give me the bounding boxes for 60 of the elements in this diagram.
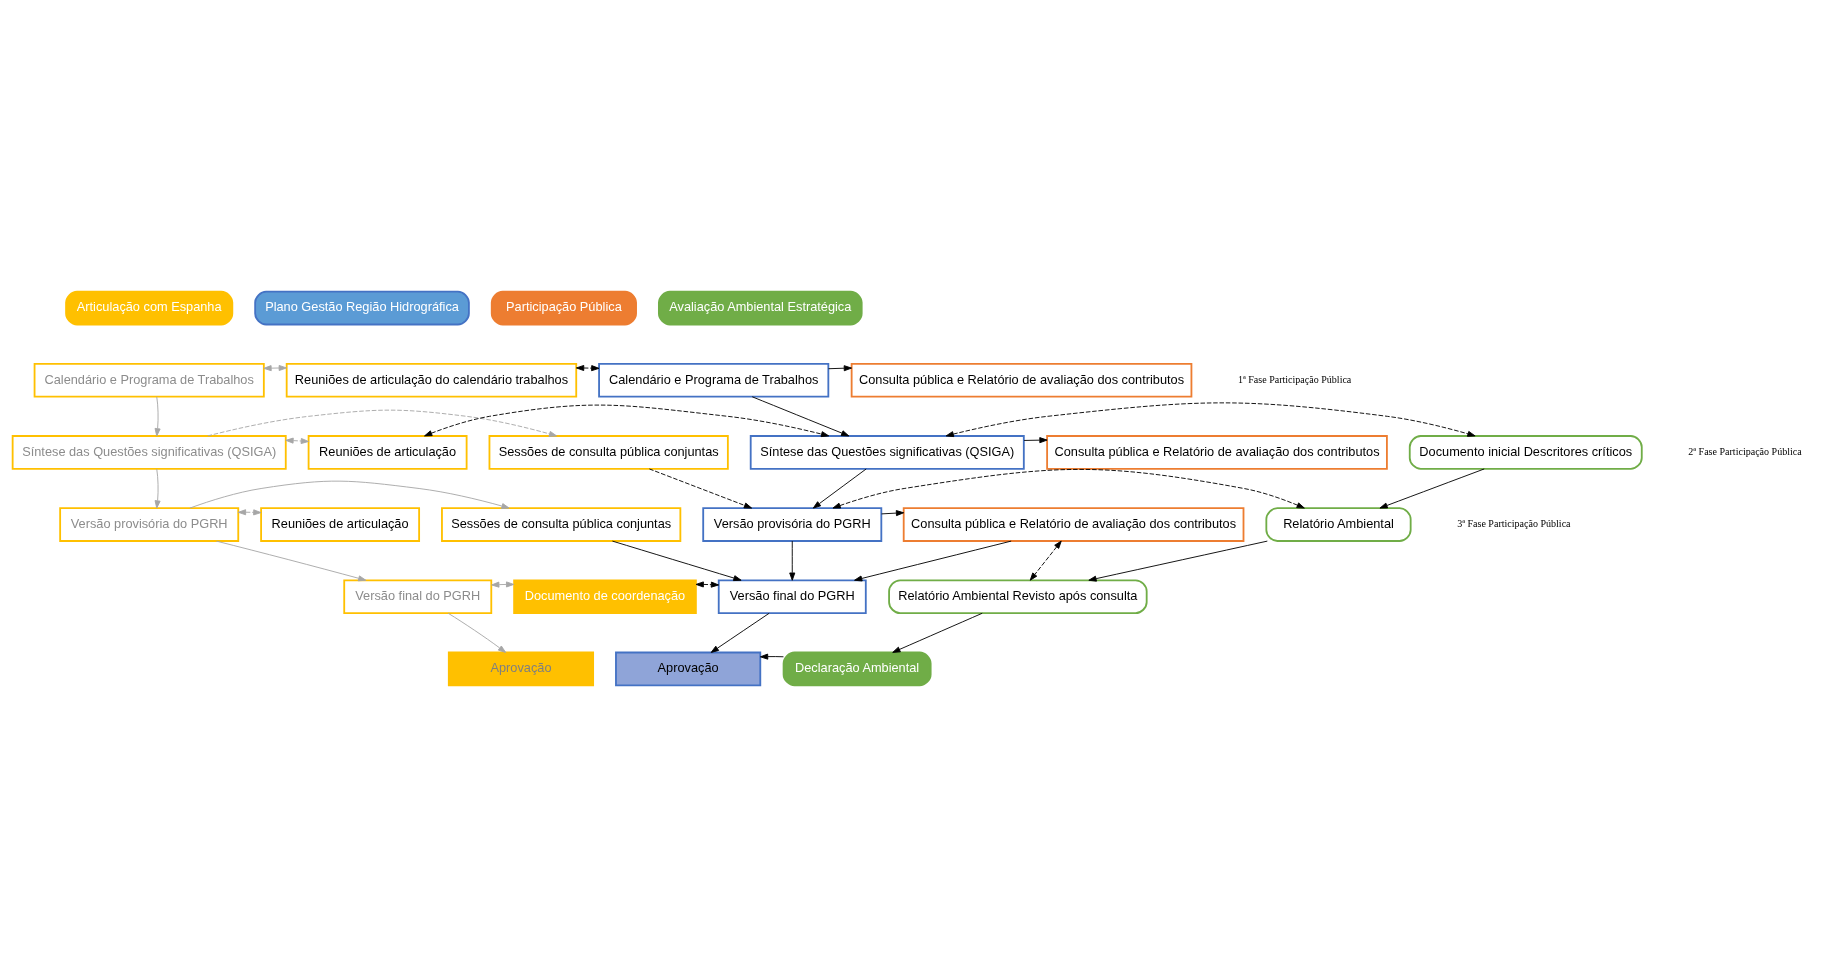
arrow	[575, 364, 600, 371]
arrow	[832, 468, 1305, 509]
arrow	[695, 580, 720, 588]
arrow	[812, 468, 867, 509]
node-box: Reuniões de articulação do calendário trabalhos	[285, 362, 578, 398]
arrow	[945, 401, 1476, 437]
arrow	[759, 653, 784, 660]
arrow	[1023, 436, 1048, 443]
node-box: Versão provisória do PGRH	[702, 506, 883, 542]
node-box: Versão final do PGRH	[717, 578, 867, 614]
label: 2ª Fase Participação Pública	[1688, 445, 1802, 457]
node-box: Calendário e Programa de Trabalhos	[33, 362, 265, 398]
arrow	[1088, 540, 1268, 582]
node-box: Reuniões de articulação	[260, 506, 421, 542]
arrow	[854, 540, 1012, 581]
node-box: Avaliação Ambiental Estratégica	[658, 290, 863, 325]
node-box: Sessões de consulta pública conjuntas	[488, 434, 729, 470]
arrow	[189, 480, 510, 509]
arrow	[751, 395, 850, 436]
arrow	[881, 509, 905, 516]
arrow	[263, 364, 287, 371]
node-box: Calendário e Programa de Trabalhos	[598, 362, 830, 398]
arrow	[424, 404, 830, 437]
node-box: Articulação com Espanha	[65, 290, 234, 325]
node-box: Consulta pública e Relatório de avaliação dos contributos	[1046, 434, 1388, 470]
arrow	[285, 437, 309, 444]
node-box: Consulta pública e Relatório de avaliação dos contributos	[902, 506, 1245, 542]
label: 3ª Fase Participação Pública	[1457, 517, 1571, 529]
label: 1ª Fase Participação Pública	[1237, 373, 1352, 385]
node-box: Aprovação	[447, 651, 595, 686]
node-box: Relatório Ambiental Revisto após consulta	[888, 578, 1148, 614]
arrow	[612, 540, 742, 581]
node-box: Versão provisória do PGRH	[59, 506, 240, 542]
node-box: Consulta pública e Relatório de avaliação dos contributos	[850, 362, 1193, 398]
arrow	[447, 612, 507, 653]
node-box: Relatório Ambiental	[1265, 506, 1412, 542]
arrow	[154, 395, 161, 436]
arrow	[892, 612, 983, 653]
arrow	[828, 364, 852, 371]
arrow	[237, 508, 262, 515]
arrow	[648, 468, 753, 509]
arrow	[491, 580, 515, 588]
node-box: Participação Pública	[490, 290, 637, 325]
node-box: Declaração Ambiental	[782, 651, 932, 686]
node-box: Versão final do PGRH	[343, 578, 493, 614]
arrow	[1029, 540, 1062, 581]
node-box: Plano Gestão Região Hidrográfica	[254, 290, 470, 325]
arrow	[1379, 468, 1485, 509]
node-box: Sessões de consulta pública conjuntas	[441, 506, 682, 542]
node-box: Reuniões de articulação	[307, 434, 468, 470]
node-box: Síntese das Questões significativas (QSIGA)	[11, 434, 287, 470]
node-box: Aprovação	[615, 651, 762, 686]
arrow	[215, 540, 367, 581]
arrow	[710, 612, 770, 653]
node-box: Documento de coordenação	[513, 578, 697, 614]
arrow	[789, 540, 796, 581]
node-box: Síntese das Questões significativas (QSIGA)	[749, 434, 1025, 470]
arrow	[154, 468, 161, 509]
node-box: Documento inicial Descritores críticos	[1408, 434, 1643, 470]
arrow	[207, 409, 558, 437]
